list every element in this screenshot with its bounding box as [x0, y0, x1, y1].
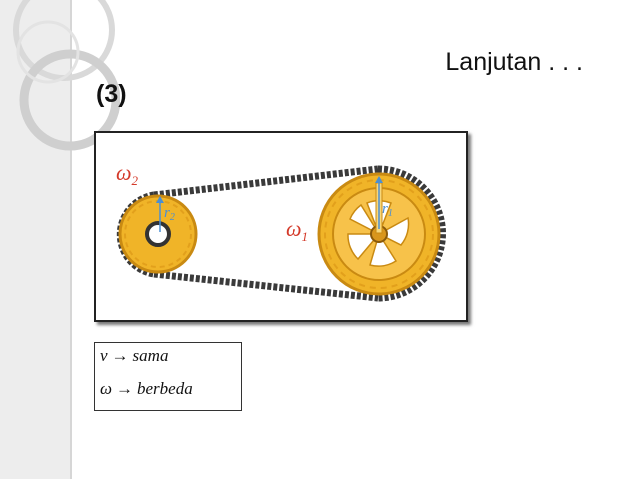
chain-sprocket-figure: r2 r1 ω2 ω1 [94, 131, 468, 322]
omega1-label: ω1 [286, 216, 308, 244]
decorative-rings [13, 0, 120, 151]
arrow-icon: → [116, 379, 134, 398]
velocity-symbol: v [100, 346, 108, 365]
slide-title: Lanjutan . . . [445, 48, 583, 76]
r2-label: r2 [164, 205, 175, 223]
r1-label: r1 [382, 201, 393, 219]
omega-symbol: ω [100, 379, 113, 398]
large-sprocket [317, 172, 441, 296]
arrow-icon: → [111, 346, 129, 365]
formula-box: v→sama ω→berbeda [94, 342, 242, 411]
formula-line-velocity: v→sama [100, 346, 168, 366]
radius-arrow-r1 [375, 176, 383, 229]
section-number: (3) [96, 80, 127, 108]
small-sprocket [118, 194, 198, 274]
radius-arrow-r2 [156, 196, 164, 232]
formula-line-omega: ω→berbeda [100, 379, 193, 399]
omega2-label: ω2 [116, 160, 139, 188]
velocity-word: sama [132, 346, 169, 365]
sprocket-diagram: r2 r1 ω2 ω1 [116, 160, 446, 302]
sidebar-divider [70, 0, 72, 479]
omega-word: berbeda [137, 379, 193, 398]
